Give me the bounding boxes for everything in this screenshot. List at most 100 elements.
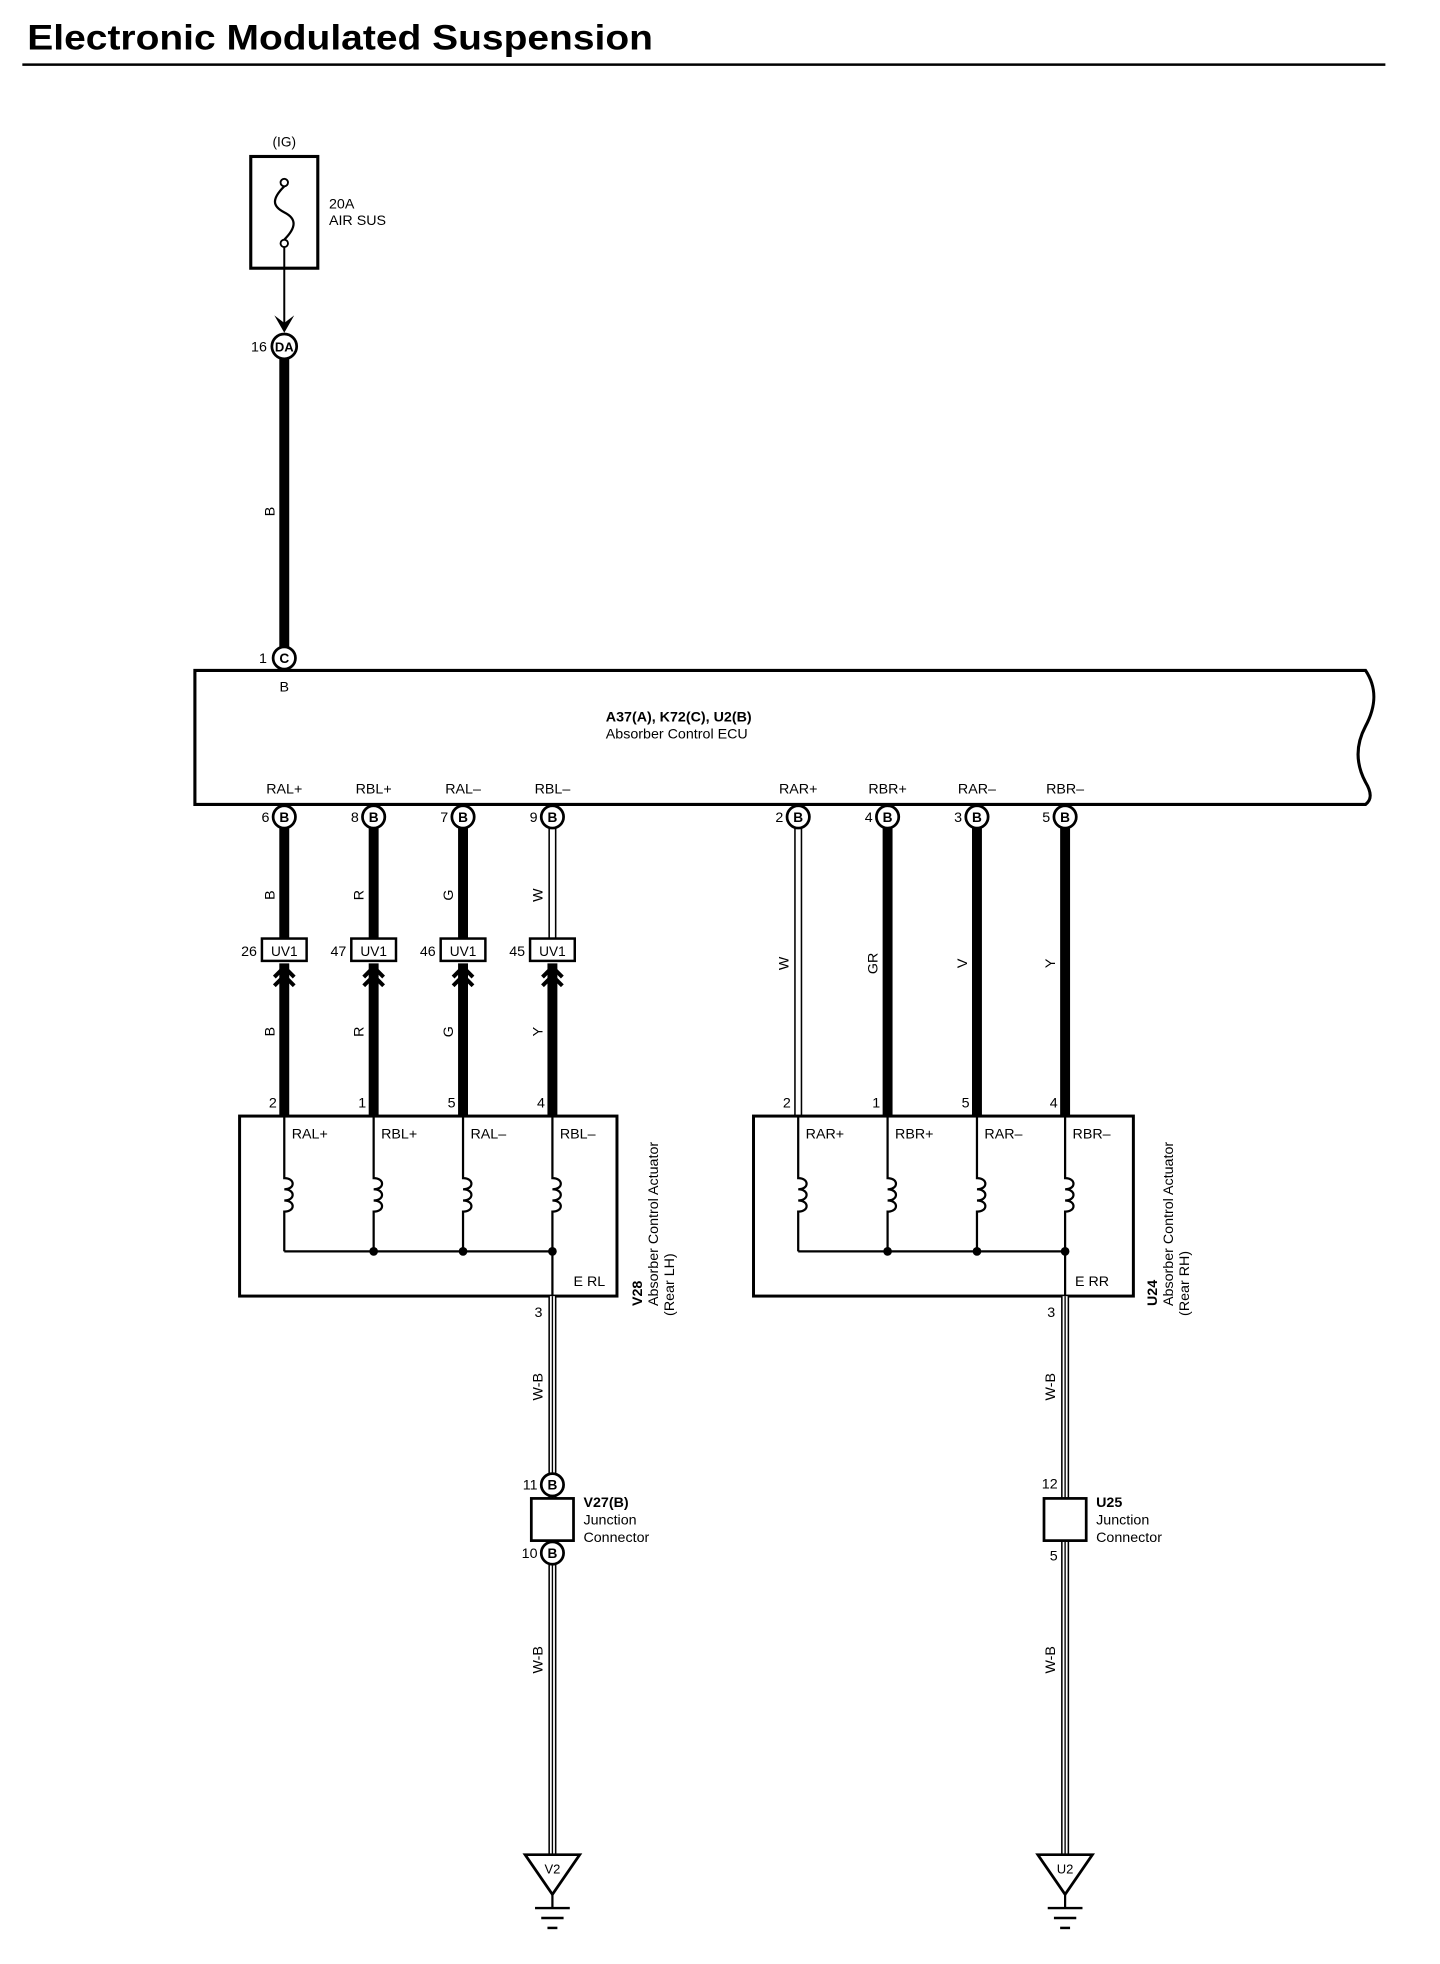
supply-wire-color-label: B <box>262 507 278 517</box>
actuator-box <box>238 1114 619 1298</box>
junction-description-line: Connector <box>1096 1530 1162 1546</box>
ecu-connector-b-label: B <box>793 810 803 825</box>
actuator-ground-pin: 3 <box>535 1305 543 1321</box>
ecu-connector-b-label: B <box>972 810 982 825</box>
connector-da-pin: 16 <box>251 339 267 355</box>
ecu-connector-b-pin: 5 <box>1042 810 1050 826</box>
solenoid-coil-icon <box>283 1116 294 1252</box>
supply-circuit: B DA 16 C 1 <box>251 332 299 671</box>
actuator-ground-terminal-label: E RL <box>574 1274 606 1290</box>
solenoid-coil-icon <box>975 1116 987 1252</box>
ecu-terminal-label: RBL+ <box>356 781 392 797</box>
ecu-connector-b-pin: 6 <box>261 810 269 826</box>
actuator-terminal-label: RAL– <box>470 1126 506 1142</box>
page-title: Electronic Modulated Suspension <box>27 20 653 58</box>
ecu-connector-b-label: B <box>1060 810 1070 825</box>
actuator-pin-number: 1 <box>872 1095 880 1111</box>
actuator-pin-number: 4 <box>1050 1095 1058 1111</box>
solenoid-coil-icon <box>886 1116 898 1252</box>
ecu-connector-b-label: B <box>279 810 289 825</box>
junction-in-connector-pin: 11 <box>523 1478 538 1494</box>
actuator-position-label: (Rear LH) <box>662 1253 678 1316</box>
junction-in-connector <box>539 1472 565 1498</box>
double-chevron-icon <box>451 964 475 988</box>
ecu-connector-b <box>450 804 476 830</box>
junction-uv1-label: UV1 <box>360 944 387 959</box>
fuse-name: AIR SUS <box>329 213 386 229</box>
junction-out-pin: 5 <box>1050 1548 1058 1564</box>
ground-upper-wire-color-label: W-B <box>1043 1373 1059 1400</box>
actuator-box <box>752 1114 1135 1298</box>
splice-dot <box>369 1247 378 1256</box>
lower-wire-color-label: B <box>262 1027 278 1037</box>
splice-dot <box>972 1247 982 1256</box>
upper-wire-color-label: W <box>530 888 546 902</box>
fuse: (IG) 20A AIR SUS <box>249 135 386 333</box>
upper-wire-color-label: R <box>352 890 368 900</box>
ecu-connector-b <box>539 804 565 830</box>
wire-color-label: Y <box>1043 958 1059 968</box>
connector-arrow-icon <box>274 315 295 333</box>
fuse-terminal-top <box>279 177 289 188</box>
junction-description-line: Junction <box>583 1512 636 1528</box>
junction-code-label: V27(B) <box>583 1495 628 1511</box>
actuator-name-label: Absorber Control Actuator <box>1161 1142 1177 1306</box>
actuator-name-label: Absorber Control Actuator <box>646 1142 662 1306</box>
fuse-element-icon <box>273 185 295 241</box>
lower-wire-color-label: R <box>352 1026 368 1036</box>
solenoid-coil-icon <box>551 1116 562 1252</box>
ecu-connector-b-label: B <box>458 810 468 825</box>
ecu-connector-b-label: B <box>369 810 379 825</box>
ecu-terminal-label: RAR– <box>958 781 996 797</box>
actuator-pin-number: 5 <box>448 1095 456 1111</box>
junction-uv1-pin: 47 <box>330 944 346 960</box>
splice-dot <box>458 1247 468 1256</box>
connector-da <box>270 332 299 361</box>
solenoid-coil-icon <box>461 1116 473 1252</box>
ecu-terminal-label: RBR+ <box>868 781 906 797</box>
actuator-terminal-label: RBR+ <box>895 1126 933 1142</box>
junction-description-line: Junction <box>1096 1512 1149 1528</box>
junction-in-pin: 12 <box>1042 1476 1058 1492</box>
lower-wire-color-label: Y <box>530 1026 546 1036</box>
ecu-connector-b-pin: 8 <box>351 810 359 826</box>
junction-out-connector <box>539 1540 565 1566</box>
ecu-connector-b-pin: 2 <box>775 810 783 826</box>
junction-uv1-box <box>528 937 576 963</box>
wire-color-label: V <box>955 958 971 968</box>
absorber-control-ecu: A37(A), K72(C), U2(B) Absorber Control E… <box>193 668 1376 807</box>
actuator-pin-number: 5 <box>962 1095 970 1111</box>
junction-uv1-label: UV1 <box>271 944 298 959</box>
ecu-connector-b <box>271 804 297 830</box>
actuator-terminal-label: RBL+ <box>381 1126 417 1142</box>
junction-out-connector-label: B <box>547 1546 557 1561</box>
ecu-connector-b-pin: 7 <box>440 810 448 826</box>
junction-uv1-box <box>260 937 308 963</box>
junction-in-connector-label: B <box>547 1478 557 1493</box>
junction-uv1-pin: 26 <box>241 944 257 960</box>
wire-color-label: W <box>776 956 792 970</box>
connector-c <box>271 645 297 671</box>
ecu-supply-terminal-label: B <box>280 680 290 696</box>
ecu-box <box>193 668 1376 807</box>
ecu-connector-b-pin: 9 <box>530 810 538 826</box>
ecu-connector-b-pin: 3 <box>954 810 962 826</box>
upper-wire-color-label: B <box>262 890 278 900</box>
connector-da-label: DA <box>275 339 294 354</box>
junction-connector-box <box>529 1497 575 1542</box>
actuator-ground-pin: 3 <box>1047 1305 1055 1321</box>
lower-wire-color-label: G <box>441 1026 457 1037</box>
solenoid-coil-icon <box>1063 1116 1075 1252</box>
ground-lower-wire-color-label: W-B <box>530 1646 546 1673</box>
junction-out-connector-pin: 10 <box>522 1546 538 1562</box>
junction-uv1-pin: 45 <box>509 944 525 960</box>
connector-c-pin: 1 <box>259 651 267 667</box>
junction-uv1-pin: 46 <box>420 944 436 960</box>
actuator-terminal-label: RAR– <box>984 1126 1022 1142</box>
actuator-ground-terminal-label: E RR <box>1075 1274 1109 1290</box>
